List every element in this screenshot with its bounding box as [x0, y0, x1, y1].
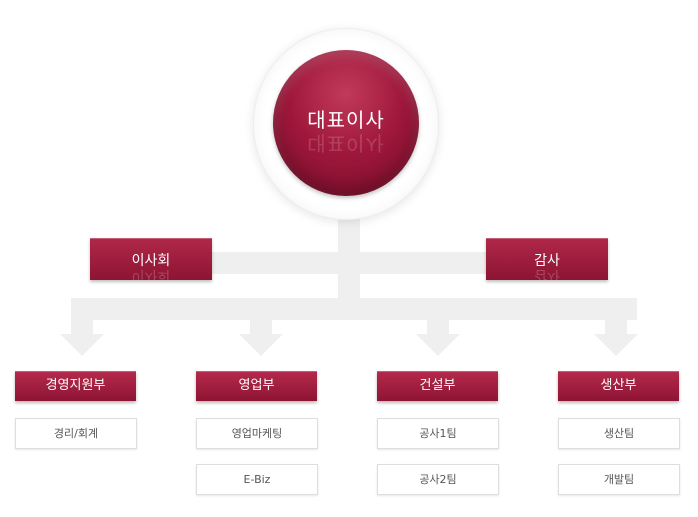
team-construction-1: 공사1팀 [377, 418, 499, 449]
arrow-down-icon [239, 334, 283, 356]
connector-side-horizontal [212, 252, 486, 274]
arrow-down-icon [594, 334, 638, 356]
team-production: 생산팀 [558, 418, 680, 449]
team-sales-marketing: 영업마케팅 [196, 418, 318, 449]
connector-drop-3 [427, 298, 449, 334]
arrow-down-icon [60, 334, 104, 356]
ceo-node: 대표이사 대표이사 [273, 50, 419, 196]
dept-management-support: 경영지원부 [15, 371, 136, 401]
audit-label-reflection: 감사 [534, 267, 560, 280]
board-box: 이사회 이사회 [90, 238, 212, 280]
ceo-label-reflection: 대표이사 [307, 131, 385, 155]
dept-production: 생산부 [558, 371, 679, 401]
arrow-down-icon [416, 334, 460, 356]
ceo-label: 대표이사 [307, 108, 385, 132]
board-label-reflection: 이사회 [131, 267, 171, 280]
dept-sales: 영업부 [196, 371, 317, 401]
connector-drop-4 [605, 298, 627, 334]
audit-box: 감사 감사 [486, 238, 608, 280]
connector-drop-1 [71, 298, 93, 334]
connector-drop-2 [250, 298, 272, 334]
team-accounting: 경리/회계 [15, 418, 137, 449]
team-development: 개발팀 [558, 464, 680, 495]
board-label: 이사회 [131, 253, 171, 269]
audit-label: 감사 [534, 253, 560, 269]
team-ebiz: E-Biz [196, 464, 318, 495]
team-construction-2: 공사2팀 [377, 464, 499, 495]
dept-construction: 건설부 [377, 371, 498, 401]
connector-branch-horizontal [71, 298, 637, 320]
